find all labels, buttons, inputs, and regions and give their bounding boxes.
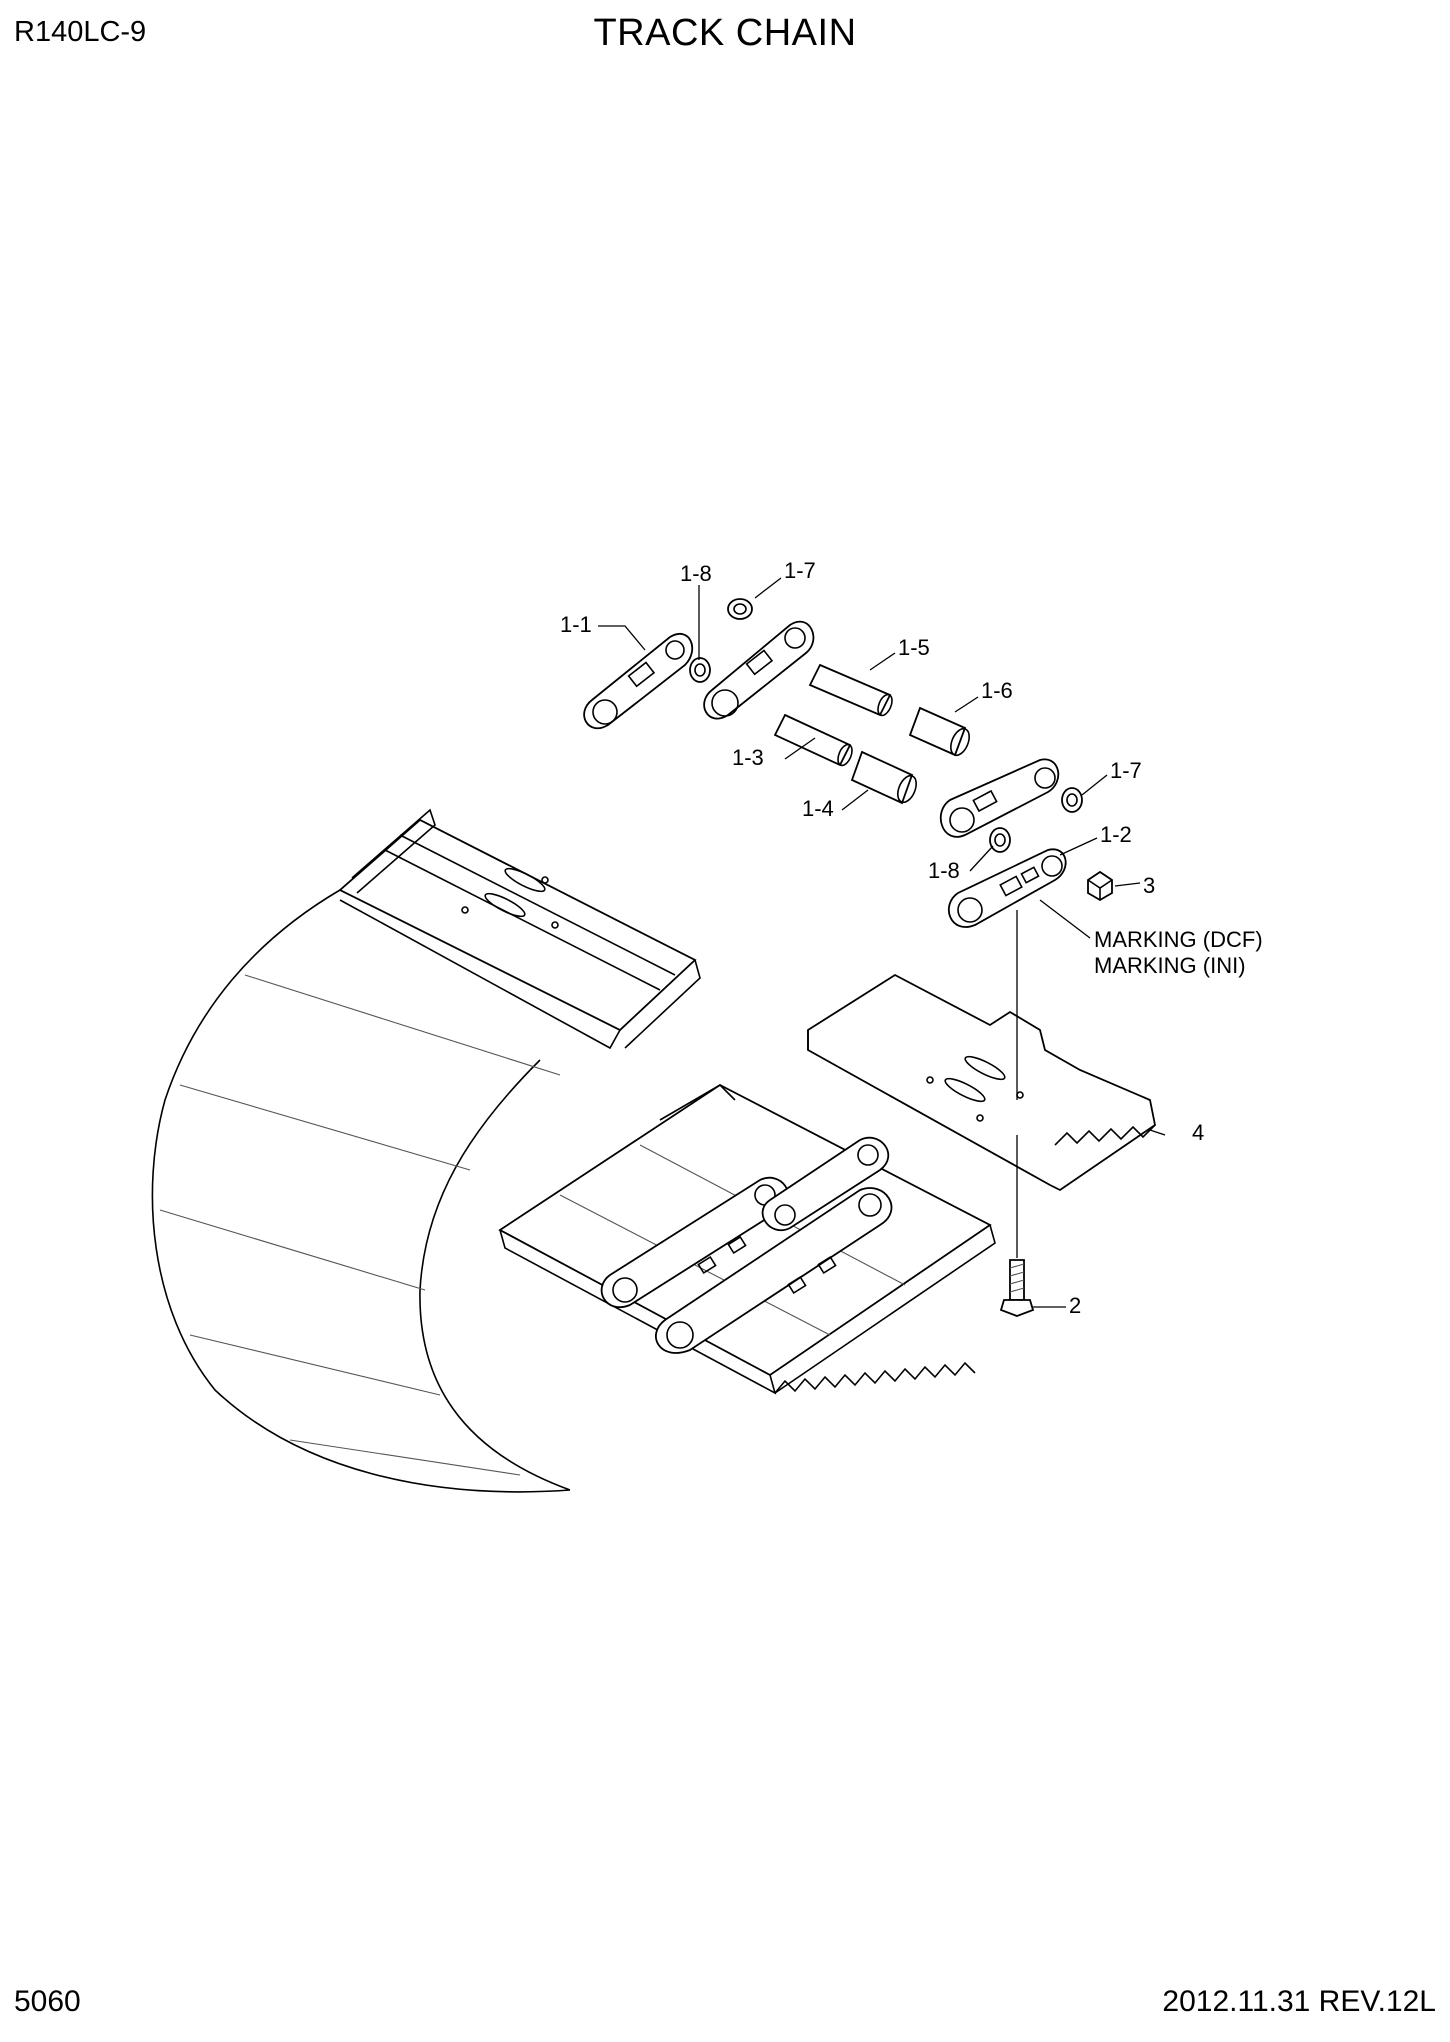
callout-3: 3 (1143, 873, 1155, 898)
part-1-7-top-ring (727, 598, 753, 620)
model-number: R140LC-9 (14, 16, 147, 48)
part-outer-link (703, 620, 815, 720)
callout-1-6: 1-6 (981, 678, 1013, 703)
revision-date: 2012.11.31 REV.12L (1162, 1985, 1436, 2018)
part-1-3-pin (773, 713, 853, 767)
page-title: TRACK CHAIN (593, 12, 857, 54)
callout-1-4: 1-4 (802, 796, 834, 821)
callout-1-5: 1-5 (898, 635, 930, 660)
callout-marking-dcf: MARKING (DCF) (1094, 927, 1263, 952)
track-belt (151, 889, 571, 1493)
part-4-track-shoe (807, 973, 1156, 1192)
part-1-8-bottom-ring (989, 827, 1011, 853)
callout-1-7-top: 1-7 (784, 558, 816, 583)
upper-track-shoe (338, 808, 701, 1050)
callout-marking-ini: MARKING (INI) (1094, 953, 1246, 978)
callout-4: 4 (1192, 1120, 1204, 1145)
callout-1-7-right: 1-7 (1110, 758, 1142, 783)
callout-labels: 1-1 1-8 1-7 1-5 1-6 1-3 1-4 1-7 1-2 1-8 … (560, 558, 1263, 1318)
callout-1-3: 1-3 (732, 745, 764, 770)
part-1-8-top-ring (689, 657, 711, 683)
lower-track-shoes (498, 1083, 996, 1395)
part-1-6-bushing (908, 706, 970, 757)
callout-1-8-bottom: 1-8 (928, 858, 960, 883)
part-1-2-link (947, 848, 1067, 928)
part-3-nut (1087, 870, 1113, 902)
part-1-7-right-ring (1061, 787, 1083, 813)
part-1-1-link (583, 633, 694, 730)
callout-1-1: 1-1 (560, 612, 592, 637)
callout-1-8-top: 1-8 (680, 561, 712, 586)
callout-1-2: 1-2 (1100, 822, 1132, 847)
leader-lines (598, 577, 1166, 1308)
part-2-bolt (999, 1259, 1035, 1317)
callout-2: 2 (1069, 1293, 1081, 1318)
part-right-link (939, 758, 1060, 838)
part-1-5-pin (808, 663, 893, 717)
page-number: 5060 (14, 1985, 81, 2018)
assembled-chain (600, 1137, 893, 1354)
part-1-4-bushing (850, 750, 917, 805)
